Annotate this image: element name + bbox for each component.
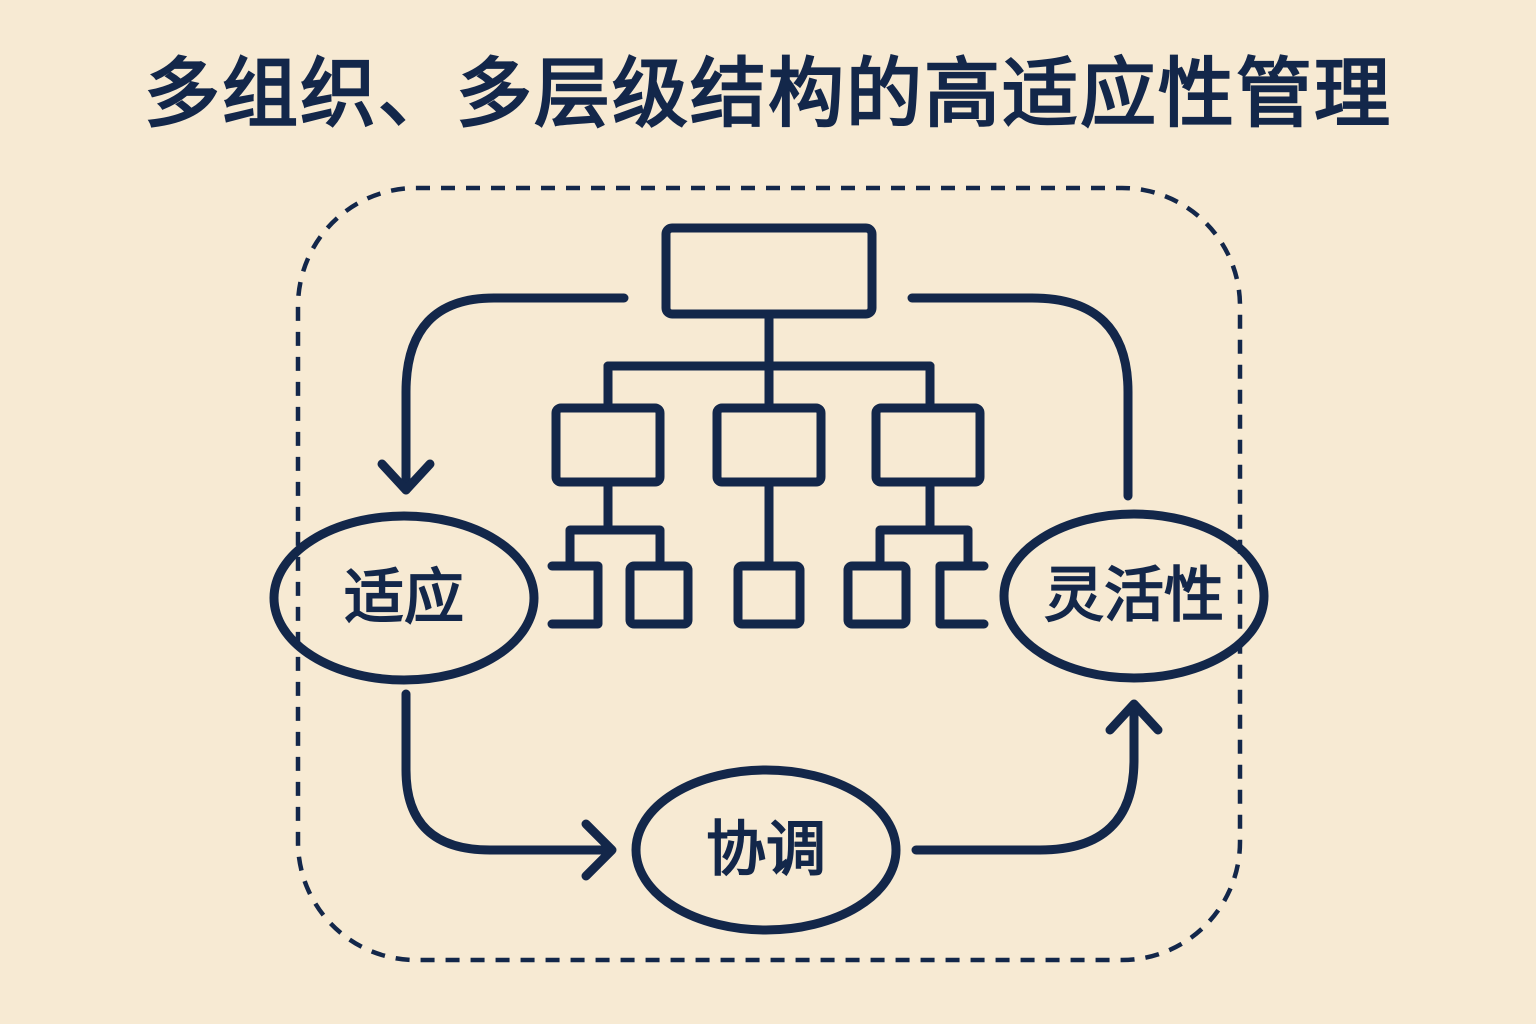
arrow-org-to-adapt — [401, 293, 629, 495]
page-title: 多组织、多层级结构的高适应性管理 — [144, 49, 1392, 138]
arrow-adapt-to-coordinate — [401, 689, 613, 855]
dashed-boundary — [295, 185, 1243, 963]
org-mid-box-left — [551, 403, 665, 487]
node-flexibility — [999, 509, 1269, 683]
node-adapt — [269, 511, 539, 685]
org-leaf-box-2 — [625, 561, 693, 629]
org-mid-box-center — [712, 403, 826, 487]
org-leaf-box-3 — [733, 561, 805, 629]
arrowhead-up-icon — [1105, 699, 1163, 735]
arrowhead-right-icon — [581, 819, 617, 881]
org-leaf-box-5 — [935, 561, 989, 629]
arrow-flexibility-to-org — [907, 293, 1133, 501]
arrowhead-down-icon — [377, 459, 435, 495]
node-coordinate — [631, 765, 901, 935]
arrow-coordinate-to-flexibility — [911, 705, 1139, 855]
org-root-box — [661, 223, 877, 319]
org-leaf-box-4 — [843, 561, 911, 629]
node-flexibility-label: 灵活性 — [1044, 561, 1224, 631]
org-chart-icon — [547, 223, 989, 629]
node-adapt-label: 适应 — [344, 563, 464, 633]
node-coordinate-label: 协调 — [706, 815, 826, 885]
org-leaf-box-1 — [547, 561, 603, 629]
org-mid-box-right — [871, 403, 985, 487]
